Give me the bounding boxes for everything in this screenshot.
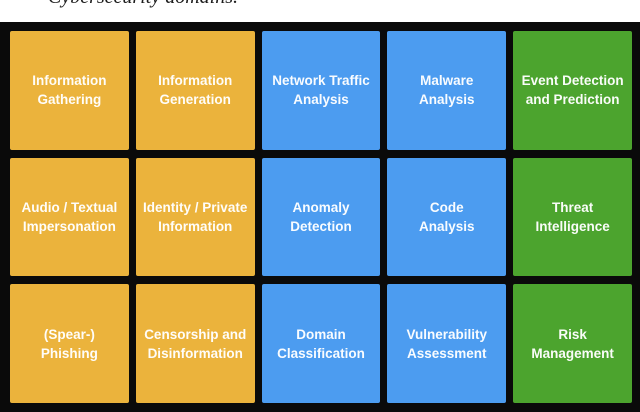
cell-domain-classification: Domain Classification (261, 284, 381, 403)
cell-threat-intelligence: Threat Intelligence (513, 157, 632, 277)
caption-strip: Cybersecurity domains. (0, 0, 640, 22)
cell-vulnerability-assessment: Vulnerability Assessment (387, 284, 507, 403)
cybersecurity-domain-grid: Information Gathering Information Genera… (0, 22, 640, 412)
cell-information-gathering: Information Gathering (10, 31, 129, 150)
cell-event-detection-and-prediction: Event Detection and Prediction (513, 31, 632, 150)
cell-identity-private-information: Identity / Private Information (135, 157, 255, 277)
cell-information-generation: Information Generation (135, 31, 255, 150)
cell-audio-textual-impersonation: Audio / Textual Impersonation (10, 157, 129, 277)
cell-spear-phishing: (Spear-) Phishing (10, 284, 129, 403)
figure-caption: Cybersecurity domains. (48, 0, 238, 8)
cell-risk-management: Risk Management (513, 284, 632, 403)
cell-censorship-and-disinformation: Censorship and Disinformation (135, 284, 255, 403)
cell-code-analysis: Code Analysis (387, 157, 507, 277)
cell-anomaly-detection: Anomaly Detection (261, 157, 381, 277)
cell-malware-analysis: Malware Analysis (387, 31, 507, 150)
cell-network-traffic-analysis: Network Traffic Analysis (261, 31, 381, 150)
